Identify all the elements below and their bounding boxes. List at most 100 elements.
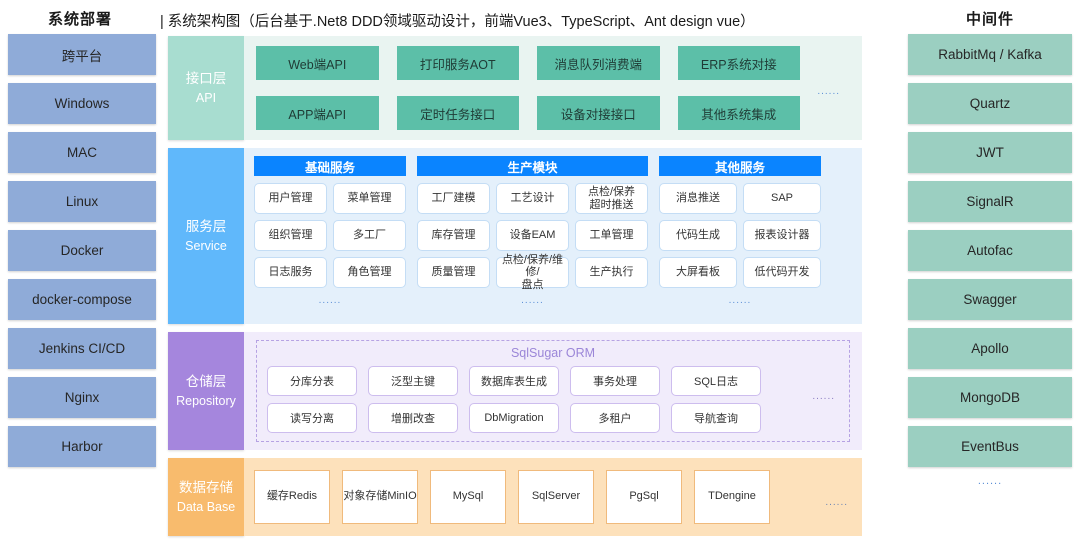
database-item-0[interactable]: 缓存Redis [254,470,330,524]
api-item-2[interactable]: 消息队列消费端 [537,46,660,80]
service-item-0-3[interactable]: 多工厂 [333,220,406,251]
layer-api-label: 接口层 API [168,36,244,140]
deployment-item-6[interactable]: Jenkins CI/CD [8,328,156,369]
middleware-item-1[interactable]: Quartz [908,83,1072,124]
api-item-1[interactable]: 打印服务AOT [396,46,519,80]
middleware-item-2[interactable]: JWT [908,132,1072,173]
middleware-ellipsis: ...... [977,475,1003,487]
middleware-item-0[interactable]: RabbitMq / Kafka [908,34,1072,75]
layer-database-label-en: Data Base [176,499,236,514]
middleware-item-8[interactable]: EventBus [908,426,1072,467]
database-ellipsis: ...... [825,497,848,508]
database-item-1[interactable]: 对象存储MinIO [342,470,418,524]
layer-repository-label-cn: 仓储层 [185,373,227,389]
repository-item-4[interactable]: SQL日志 [671,366,761,396]
service-item-1-7[interactable]: 点检/保养/维修/盘点 [496,254,569,291]
repository-item-7[interactable]: DbMigration [469,403,559,433]
api-item-3[interactable]: ERP系统对接 [677,46,800,80]
service-item-1-2[interactable]: 点检/保养超时推送 [575,183,648,214]
layer-api-label-en: API [195,90,217,105]
service-item-2-0[interactable]: 消息推送 [659,183,737,214]
repository-item-0[interactable]: 分库分表 [267,366,357,396]
orm-title: SqlSugar ORM [510,346,596,360]
deployment-item-5[interactable]: docker-compose [8,279,156,320]
repository-item-5[interactable]: 读写分离 [267,403,357,433]
service-item-0-2[interactable]: 组织管理 [254,220,327,251]
api-item-5[interactable]: 定时任务接口 [396,96,519,130]
deployment-item-1[interactable]: Windows [8,83,156,124]
service-item-2-1[interactable]: SAP [743,183,821,214]
layer-service-label: 服务层 Service [168,148,244,324]
service-item-1-6[interactable]: 质量管理 [417,257,490,288]
deployment-column-header: 系统部署 [47,11,112,28]
service-ellipsis-2: ...... [728,295,752,306]
orm-container: SqlSugar ORM 分库分表泛型主键数据库表生成事务处理 SQL日志读写分离… [256,340,850,442]
middleware-item-6[interactable]: Apollo [908,328,1072,369]
service-item-2-2[interactable]: 代码生成 [659,220,737,251]
layer-repository-body: SqlSugar ORM 分库分表泛型主键数据库表生成事务处理 SQL日志读写分离… [244,332,862,450]
diagram-title: | 系统架构图（后台基于.Net8 DDD领域驱动设计，前端Vue3、TypeS… [160,14,755,30]
repository-item-2[interactable]: 数据库表生成 [469,366,559,396]
layer-database-label-cn: 数据存储 [179,479,233,495]
middleware-item-4[interactable]: Autofac [908,230,1072,271]
service-item-1-8[interactable]: 生产执行 [575,257,648,288]
layer-service-label-cn: 服务层 [185,218,227,234]
repository-ellipsis: ...... [812,391,835,402]
service-item-2-4[interactable]: 大屏看板 [659,257,737,288]
layer-repository-label: 仓储层 Repository [168,332,244,450]
service-item-0-1[interactable]: 菜单管理 [333,183,406,214]
deployment-item-4[interactable]: Docker [8,230,156,271]
layer-repository-label-en: Repository [176,393,236,408]
service-item-1-0[interactable]: 工厂建模 [417,183,490,214]
service-column-0: 基础服务用户管理菜单管理组织管理多工厂日志服务角色管理...... [254,156,406,306]
service-item-2-5[interactable]: 低代码开发 [743,257,821,288]
api-item-6[interactable]: 设备对接接口 [537,96,660,130]
service-ellipsis-1: ...... [521,295,544,306]
layer-api-body: Web端API 打印服务AOT 消息队列消费端 ERP系统对接 APP端API 定时任务接… [244,36,862,140]
layer-service-label-en: Service [185,238,227,253]
service-column-title-0: 基础服务 [254,156,406,176]
middleware-item-5[interactable]: Swagger [908,279,1072,320]
middleware-item-3[interactable]: SignalR [908,181,1072,222]
repository-item-6[interactable]: 增删改查 [368,403,458,433]
deployment-item-3[interactable]: Linux [8,181,156,222]
service-item-1-1[interactable]: 工艺设计 [496,183,569,214]
deployment-item-2[interactable]: MAC [8,132,156,173]
repository-item-8[interactable]: 多租户 [570,403,660,433]
repository-item-1[interactable]: 泛型主键 [368,366,458,396]
database-item-5[interactable]: TDengine [694,470,770,524]
service-item-1-4[interactable]: 设备EAM [496,220,569,251]
repository-item-9[interactable]: 导航查询 [671,403,761,433]
service-column-group: 基础服务用户管理菜单管理组织管理多工厂日志服务角色管理......生产模块工厂建… [254,156,852,306]
service-item-1-5[interactable]: 工单管理 [575,220,648,251]
layer-api: 接口层 API Web端API 打印服务AOT 消息队列消费端 ERP系统对接 APP端… [168,36,862,140]
service-item-0-4[interactable]: 日志服务 [254,257,327,288]
middleware-item-7[interactable]: MongoDB [908,377,1072,418]
database-item-2[interactable]: MySql [430,470,506,524]
deployment-item-0[interactable]: 跨平台 [8,34,156,75]
api-item-7[interactable]: 其他系统集成 [677,96,800,130]
service-item-grid-0: 用户管理菜单管理组织管理多工厂日志服务角色管理 [254,183,406,288]
service-item-2-3[interactable]: 报表设计器 [743,220,821,251]
deployment-item-8[interactable]: Harbor [8,426,156,467]
api-item-0[interactable]: Web端API [256,46,379,80]
repository-item-3[interactable]: 事务处理 [570,366,660,396]
service-item-1-3[interactable]: 库存管理 [417,220,490,251]
orm-feature-grid: 分库分表泛型主键数据库表生成事务处理 SQL日志读写分离增删改查 DbMigrati… [267,366,761,433]
deployment-item-7[interactable]: Nginx [8,377,156,418]
service-item-0-5[interactable]: 角色管理 [333,257,406,288]
service-item-0-0[interactable]: 用户管理 [254,183,327,214]
api-item-4[interactable]: APP端API [256,96,379,130]
database-item-3[interactable]: SqlServer [518,470,594,524]
database-item-4[interactable]: PgSql [606,470,682,524]
api-module-grid: Web端API 打印服务AOT 消息队列消费端 ERP系统对接 APP端API 定时任务接… [256,46,800,130]
